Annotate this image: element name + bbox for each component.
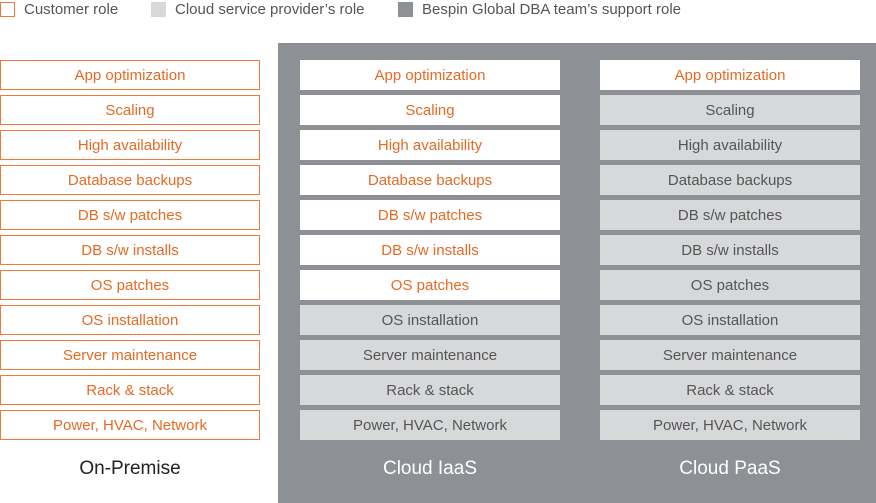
role-cell: High availability: [300, 130, 560, 160]
role-cell: App optimization: [600, 60, 860, 90]
role-cell: OS installation: [0, 305, 260, 335]
role-cell: Database backups: [600, 165, 860, 195]
legend-item-provider: Cloud service provider’s role: [151, 0, 365, 18]
legend-label-customer: Customer role: [24, 0, 119, 18]
provider-swatch: [151, 1, 166, 17]
role-cell: Scaling: [600, 95, 860, 125]
legend-label-provider: Cloud service provider’s role: [175, 0, 365, 18]
role-cell: Server maintenance: [0, 340, 260, 370]
role-cell: DB s/w patches: [300, 200, 560, 230]
role-cell: DB s/w patches: [600, 200, 860, 230]
column-title-cloud-iaas: Cloud IaaS: [382, 458, 477, 479]
role-cell: Power, HVAC, Network: [0, 410, 260, 440]
role-cell: DB s/w installs: [600, 235, 860, 265]
role-cell: OS installation: [300, 305, 560, 335]
role-cell: App optimization: [300, 60, 560, 90]
role-cell: DB s/w patches: [0, 200, 260, 230]
role-cell: DB s/w installs: [0, 235, 260, 265]
role-cell: OS patches: [0, 270, 260, 300]
role-cell: Rack & stack: [300, 375, 560, 405]
role-cell: Database backups: [300, 165, 560, 195]
role-cell: Power, HVAC, Network: [300, 410, 560, 440]
legend-item-bespin: Bespin Global DBA team’s support role: [398, 0, 681, 18]
role-cell: Server maintenance: [300, 340, 560, 370]
customer-swatch: [0, 1, 15, 17]
role-cell: Scaling: [300, 95, 560, 125]
legend-label-bespin: Bespin Global DBA team’s support role: [422, 0, 682, 18]
role-cell: High availability: [0, 130, 260, 160]
column-title-cloud-paas: Cloud PaaS: [679, 458, 781, 479]
role-cell: OS installation: [600, 305, 860, 335]
role-cell: Database backups: [0, 165, 260, 195]
legend-item-customer: Customer role: [0, 0, 118, 18]
role-cell: DB s/w installs: [300, 235, 560, 265]
role-cell: OS patches: [600, 270, 860, 300]
role-cell: OS patches: [300, 270, 560, 300]
role-cell: Server maintenance: [600, 340, 860, 370]
role-cell: Scaling: [0, 95, 260, 125]
role-cell: Power, HVAC, Network: [600, 410, 860, 440]
role-cell: App optimization: [0, 60, 260, 90]
role-cell: Rack & stack: [600, 375, 860, 405]
role-cell: Rack & stack: [0, 375, 260, 405]
role-cell: High availability: [600, 130, 860, 160]
column-title-on-premise: On-Premise: [79, 458, 181, 479]
bespin-swatch: [398, 1, 413, 17]
